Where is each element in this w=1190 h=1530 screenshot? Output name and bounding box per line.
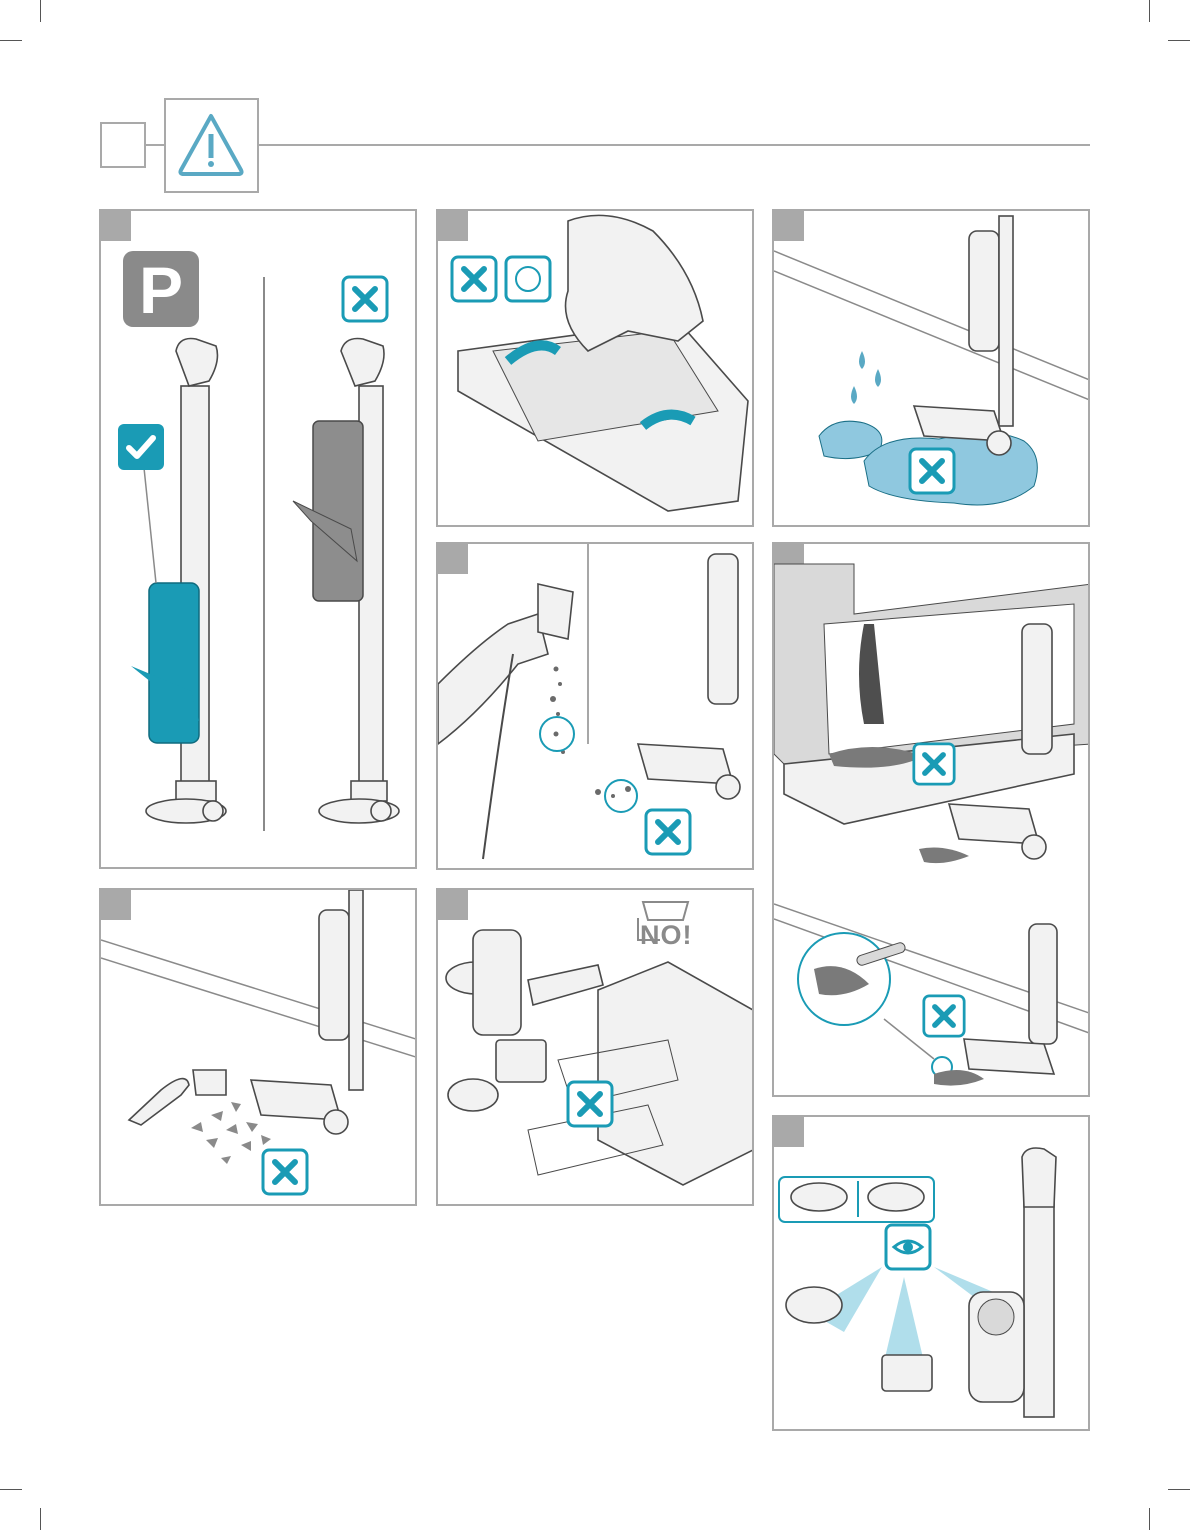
dishwasher-illustration <box>438 890 754 1206</box>
panel-brush-roll <box>436 209 754 527</box>
crop-mark <box>40 1508 41 1530</box>
cross-icon <box>912 742 956 786</box>
cross-icon <box>450 255 498 303</box>
cross-icon <box>261 1148 309 1196</box>
panel-hot-ash <box>772 542 1090 1097</box>
step-number-box <box>100 122 146 168</box>
cross-icon <box>566 1080 614 1128</box>
panel-inspect-filters <box>772 1115 1090 1431</box>
sharp-objects-illustration <box>101 890 417 1206</box>
rotate-icon <box>504 255 552 303</box>
header-rule <box>259 144 1090 146</box>
warning-triangle-icon <box>166 100 257 191</box>
vacuum-without-handheld <box>293 339 399 824</box>
vacuum-with-handheld <box>131 339 226 824</box>
no-label: NO! <box>640 920 693 951</box>
eye-icon <box>884 1223 932 1271</box>
panel-dishwasher: NO! <box>436 888 754 1206</box>
panel-wet-floor <box>772 209 1090 527</box>
check-icon <box>117 423 165 471</box>
header <box>0 0 1190 200</box>
inspect-filters-illustration <box>774 1117 1090 1431</box>
panel-park-position: P <box>99 209 417 869</box>
cross-icon <box>341 275 389 323</box>
fine-dust-illustration <box>438 544 754 870</box>
panel-fine-dust <box>436 542 754 870</box>
crop-mark <box>1149 1508 1150 1530</box>
panel-sharp-objects <box>99 888 417 1206</box>
cross-icon <box>922 994 966 1038</box>
warning-box <box>164 98 259 193</box>
cross-icon <box>908 447 956 495</box>
crop-mark <box>0 1489 22 1490</box>
crop-mark <box>1168 1489 1190 1490</box>
cross-icon <box>644 808 692 856</box>
brush-icon <box>779 1177 934 1222</box>
connector-line <box>146 144 164 146</box>
